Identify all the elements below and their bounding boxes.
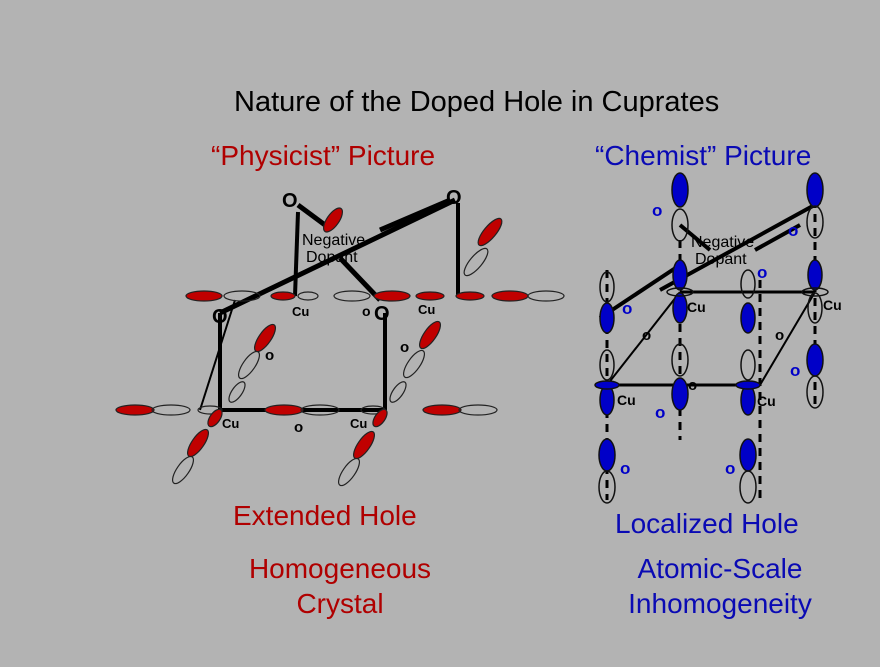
oxygen-label: o: [265, 347, 274, 364]
copper-label: Cu: [757, 393, 776, 409]
copper-label: Cu: [418, 302, 435, 317]
oxygen-label: o: [642, 327, 651, 344]
physicist-caption-extended: Extended Hole: [233, 500, 417, 531]
oxygen-label: o: [655, 403, 665, 422]
oxygen-label: o: [757, 263, 767, 282]
oxygen-label: o: [620, 459, 630, 478]
oxygen-label: o: [790, 361, 800, 380]
chemist-atom-labels: o o o o o o o o o o o Cu Cu Cu Cu: [617, 201, 842, 478]
oxygen-label: o: [725, 459, 735, 478]
oxygen-label: o: [400, 339, 409, 356]
physicist-caption-homogeneous: Homogeneous Crystal: [220, 553, 460, 620]
copper-label: Cu: [823, 297, 842, 313]
copper-label: Cu: [350, 416, 367, 431]
physicist-heading: “Physicist” Picture: [211, 140, 436, 171]
oxygen-label: o: [775, 327, 784, 344]
copper-label: Cu: [292, 304, 309, 319]
dopant-label-line2: Dopant: [695, 251, 747, 268]
copper-label: Cu: [617, 392, 636, 408]
oxygen-label: o: [294, 419, 303, 436]
oxygen-label: o: [688, 377, 697, 394]
oxygen-label: o: [362, 303, 371, 319]
oxygen-label: o: [652, 201, 662, 220]
physicist-dopant-label: Negative Dopant: [302, 232, 365, 266]
copper-label: Cu: [222, 416, 239, 431]
chemist-orbitals: [594, 172, 829, 504]
caption-line: Atomic-Scale: [637, 553, 803, 584]
oxygen-label: O: [446, 187, 462, 209]
dopant-label-line1: Negative: [691, 234, 754, 251]
caption-line: Inhomogeneity: [628, 588, 812, 619]
chemist-caption-inhomogeneity: Atomic-Scale Inhomogeneity: [598, 553, 842, 620]
oxygen-label: o: [788, 221, 798, 240]
chemist-heading: “Chemist” Picture: [595, 140, 812, 171]
oxygen-label: O: [212, 306, 228, 328]
caption-line: Crystal: [296, 588, 384, 619]
caption-line: Homogeneous: [248, 553, 432, 584]
oxygen-label: o: [622, 299, 632, 318]
physicist-atom-labels: O O O o O o o o Cu Cu Cu Cu: [212, 187, 462, 436]
copper-label: Cu: [687, 299, 706, 315]
chemist-caption-localized: Localized Hole: [615, 508, 799, 539]
oxygen-label: O: [374, 303, 390, 325]
oxygen-label: O: [282, 190, 298, 212]
dopant-label-line2: Dopant: [306, 249, 358, 266]
physicist-orbitals: [115, 207, 565, 487]
chemist-dopant-label: Negative Dopant: [691, 234, 754, 268]
page-title: Nature of the Doped Hole in Cuprates: [234, 86, 720, 118]
dopant-label-line1: Negative: [302, 232, 365, 249]
